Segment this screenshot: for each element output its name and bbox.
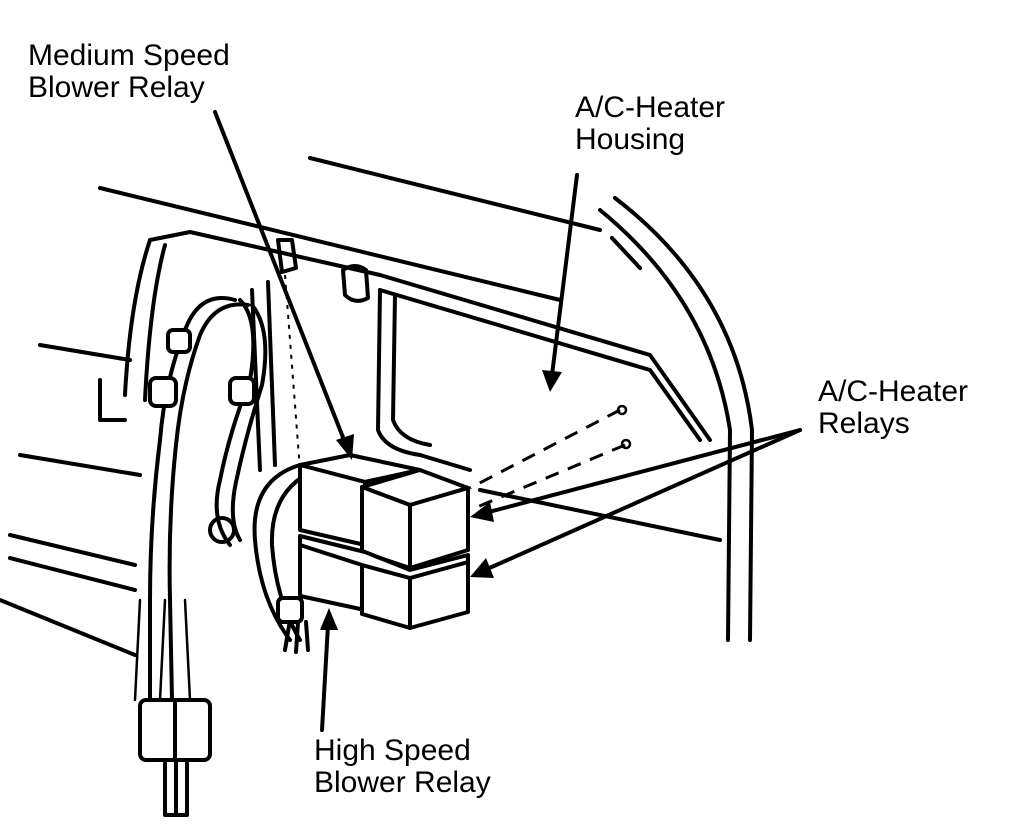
- relay-block: [298, 453, 470, 630]
- dash-panel-lines: [0, 156, 602, 657]
- ac-heater-relays-label-line1: A/C-Heater: [818, 375, 969, 408]
- medium-relay-arrowhead: [336, 434, 354, 460]
- high-relay-arrowhead: [320, 608, 338, 630]
- relays-arrowhead-upper: [470, 502, 494, 522]
- housing-leader: [550, 173, 579, 377]
- high-speed-blower-relay-label-line2: Blower Relay: [314, 766, 491, 799]
- high-relay-leader: [320, 623, 330, 732]
- high-speed-blower-relay-label-line1: High Speed: [314, 734, 471, 767]
- ac-heater-housing-label-line2: Housing: [575, 123, 686, 156]
- medium-speed-blower-relay-label-line1: Medium Speed: [28, 39, 230, 72]
- relays-arrowhead-lower: [470, 558, 494, 578]
- relays-leader-upper: [483, 428, 802, 515]
- ac-heater-relays-label-line2: Relays: [818, 407, 910, 440]
- ac-heater-housing-outline: [98, 196, 754, 642]
- medium-speed-blower-relay-label-line2: Blower Relay: [28, 71, 205, 104]
- ac-heater-housing-label: A/C-Heater Housing: [575, 92, 725, 156]
- harness-connector: [138, 698, 212, 817]
- relays-leader-lower: [483, 428, 802, 572]
- medium-speed-blower-relay-label: Medium Speed Blower Relay: [28, 40, 230, 104]
- ac-heater-relays-label: A/C-Heater Relays: [818, 376, 968, 440]
- high-speed-blower-relay-label: High Speed Blower Relay: [314, 735, 491, 799]
- medium-relay-leader: [213, 110, 348, 447]
- ac-heater-housing-label-line1: A/C-Heater: [575, 91, 726, 124]
- leader-lines: [213, 110, 802, 732]
- wiring-harness: [133, 296, 317, 702]
- housing-arrowhead: [542, 370, 562, 392]
- relay-mounting-guides: [469, 404, 632, 512]
